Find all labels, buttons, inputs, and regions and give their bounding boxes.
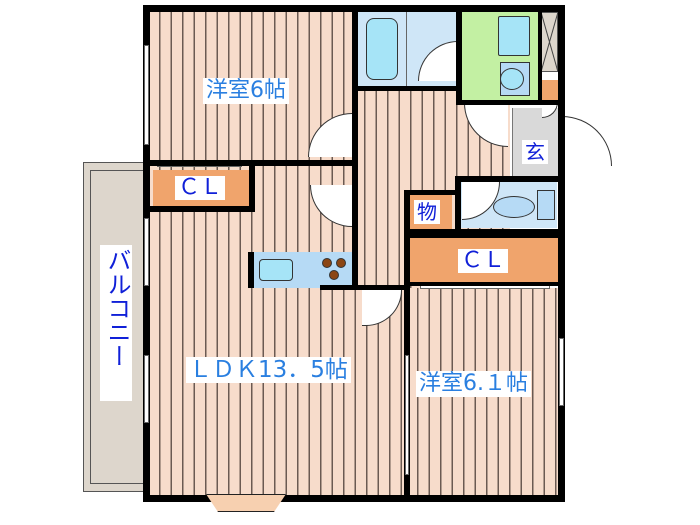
stove-burner-icon [322,258,332,268]
ldk-label: ＬＤＫ13．5帖 [186,357,351,383]
bay-window[interactable] [206,494,286,512]
wall-wm-left [538,5,542,105]
wall-storage-top [404,190,456,195]
toilet-bowl-icon [500,68,524,90]
wall-kitchen-bottom [320,285,410,290]
wall-closet1-right [249,160,255,212]
bath-divider [406,12,407,88]
wall-bottom [143,495,565,502]
toilet-tank-icon [537,190,555,220]
balcony-label-bg [100,245,132,401]
wall-storage-left [404,190,410,495]
wall-bath-left [352,5,358,285]
washing-machine-x-icon [541,12,558,72]
window-ldk-left-1[interactable] [144,218,149,286]
wall-kitchen-left [248,252,254,288]
window-partition[interactable] [405,355,409,475]
wall-wash-left [456,5,462,105]
toilet-bowl-2-icon [493,196,535,218]
wall-toilet-left [455,176,461,234]
stove-burner-icon [329,270,339,280]
wall-toilet-top [456,176,562,182]
stove-burner-icon [336,258,346,268]
washbasin-icon [498,16,530,56]
wall-right [558,5,565,502]
balcony-label: バルコニー [103,248,131,368]
wall-closet1-bottom [143,206,253,212]
wall-bath-bottom [352,86,462,91]
window-room2-right[interactable] [559,338,564,406]
western-room-1-label: 洋室6帖 [203,78,289,104]
wall-closet2-top [404,229,562,238]
closet-2-label: ＣＬ [458,249,509,273]
entrance-door[interactable] [562,116,612,166]
storage-label: 物 [414,200,440,224]
floor-ldk [150,165,408,495]
window-ldk-left-2[interactable] [144,355,149,423]
western-room-2-label: 洋室6.１帖 [416,371,531,397]
wall-closet2-bottom [404,282,562,286]
wall-wash-bottom [456,100,562,105]
shoe-cabinet [542,80,558,100]
bathtub-icon [366,18,398,80]
kitchen-sink-icon [259,259,293,281]
window-room1-left[interactable] [144,45,149,145]
entrance-label: 玄 [522,140,548,164]
closet-1-label: ＣＬ [175,176,226,200]
